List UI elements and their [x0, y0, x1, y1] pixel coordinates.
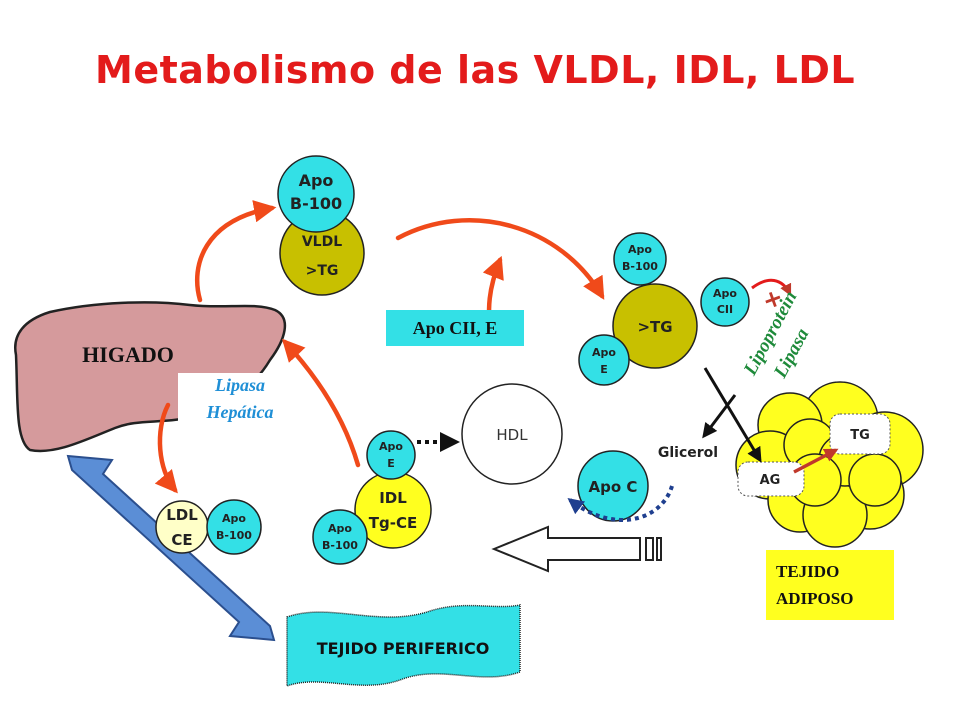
tg-apo-cii — [700, 277, 750, 327]
svg-text:B-100: B-100 — [622, 260, 658, 273]
idl-apo-b100 — [312, 509, 368, 565]
idl-to-liver-arrow — [281, 338, 361, 468]
vldl-apo-b100 — [277, 155, 355, 233]
idl-apo-e — [366, 430, 416, 480]
tg-apo-e — [578, 334, 630, 386]
liver-to-ldl-arrow — [154, 402, 178, 494]
page-title: Metabolismo de las VLDL, IDL, LDL — [95, 48, 856, 92]
glicerol-label: Glicerol — [658, 445, 718, 461]
tg-apo-b100 — [613, 232, 667, 286]
lipase-activation-arrow — [751, 278, 792, 297]
tg-particle: >TG Apo B-100 Apo CII Apo E — [578, 232, 750, 386]
vldl-to-tg-arrow — [395, 218, 605, 300]
vldl-label: VLDL — [302, 234, 342, 250]
adipose-ag-label: AG — [760, 473, 781, 488]
apo-cii-e-label: Apo CII, E — [413, 318, 498, 338]
hdl-particle — [461, 383, 563, 485]
hollow-left-arrow — [491, 525, 662, 573]
hepatic-lipase-line2: Hepática — [206, 402, 274, 422]
svg-text:Apo: Apo — [628, 243, 652, 256]
svg-text:Apo: Apo — [592, 346, 616, 359]
hepatic-lipase-line1: Lipasa — [214, 375, 265, 395]
svg-text:Apo: Apo — [222, 512, 246, 525]
apo-c-label: Apo C — [589, 478, 638, 496]
svg-text:B-100: B-100 — [290, 194, 342, 213]
liver-shape: HIGADO — [14, 301, 287, 453]
svg-text:B-100: B-100 — [322, 539, 358, 552]
svg-text:CII: CII — [717, 303, 733, 316]
adipose-label-line2: ADIPOSO — [776, 589, 853, 608]
vldl-tg-label: >TG — [306, 263, 339, 279]
svg-text:Apo: Apo — [299, 171, 334, 190]
idl-label: IDL — [379, 489, 407, 507]
ag-to-tg-arrow — [793, 448, 839, 474]
svg-text:Apo: Apo — [379, 440, 403, 453]
idl-particle: IDL Tg-CE Apo E Apo B-100 — [312, 430, 432, 565]
liver-label: HIGADO — [82, 342, 174, 367]
apo-cii-e-box — [386, 310, 524, 346]
svg-text:E: E — [600, 363, 608, 376]
ldl-particle: LDL CE Apo B-100 — [155, 499, 262, 555]
vldl-particle: VLDL >TG Apo B-100 — [277, 155, 365, 296]
tg-to-ag-arrow — [703, 367, 762, 463]
svg-text:Apo: Apo — [328, 522, 352, 535]
svg-text:B-100: B-100 — [216, 529, 252, 542]
peripheral-tissue-label: TEJIDO PERIFERICO — [317, 639, 490, 658]
lipase-label-bg — [178, 373, 286, 429]
ldl-ce-label: CE — [171, 531, 192, 549]
ldl-apo-b100 — [206, 499, 262, 555]
idl-tgce-label: Tg-CE — [369, 514, 417, 532]
adipose-ag-box — [737, 461, 805, 497]
adipose-tg-label: TG — [850, 428, 870, 443]
svg-text:E: E — [387, 457, 395, 470]
hdl-label: HDL — [496, 426, 528, 444]
peripheral-tissue-banner: TEJIDO PERIFERICO — [286, 604, 521, 688]
adipose-tg-box — [829, 413, 891, 455]
liver-to-vldl-arrow — [195, 200, 277, 303]
svg-text:Apo: Apo — [713, 287, 737, 300]
adipose-label-line1: TEJIDO — [776, 562, 839, 581]
glicerol-arrow — [702, 394, 737, 439]
apo-c-transfer-arrow — [567, 485, 674, 522]
ldl-label: LDL — [166, 506, 198, 524]
tg-particle-label: >TG — [637, 318, 672, 336]
adipose-label-box — [766, 550, 894, 620]
